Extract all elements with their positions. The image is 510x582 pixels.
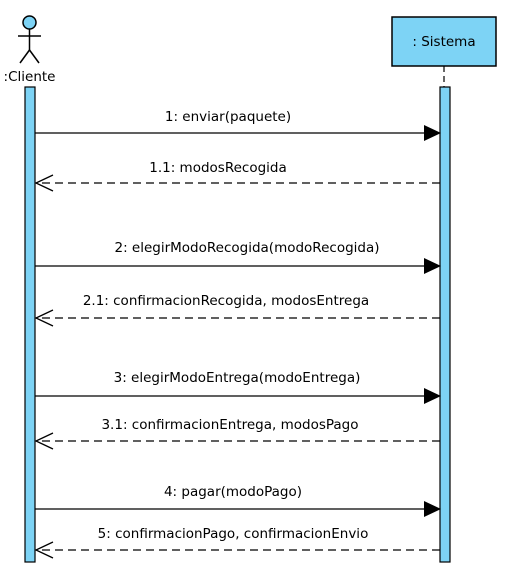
message-1-1: 1.1: modosRecogida — [34, 160, 440, 192]
cliente-activation-bar — [24, 86, 36, 563]
message-label: 4: pagar(modoPago) — [164, 484, 302, 500]
message-2: 2: elegirModoRecogida(modoRecogida) — [35, 240, 441, 274]
cliente-actor: :Cliente — [4, 15, 56, 85]
message-label: 1.1: modosRecogida — [149, 160, 287, 176]
sistema-activation-bar — [439, 86, 451, 563]
cliente-label: :Cliente — [4, 69, 56, 85]
open-arrowhead-icon — [34, 432, 54, 450]
filled-arrowhead-icon — [424, 258, 441, 274]
filled-arrowhead-icon — [424, 501, 441, 517]
sistema-label: : Sistema — [412, 34, 475, 50]
message-2-1: 2.1: confirmacionRecogida, modosEntrega — [34, 293, 440, 327]
open-arrowhead-icon — [34, 309, 54, 327]
message-4: 4: pagar(modoPago) — [35, 484, 441, 517]
sistema-box — [391, 16, 497, 67]
message-1: 1: enviar(paquete) — [35, 109, 441, 141]
actor-head-icon — [22, 15, 37, 30]
message-label: 3.1: confirmacionEntrega, modosPago — [101, 417, 358, 433]
filled-arrowhead-icon — [424, 125, 441, 141]
message-label: 5: confirmacionPago, confirmacionEnvio — [98, 526, 369, 542]
open-arrowhead-icon — [34, 541, 54, 559]
message-5: 5: confirmacionPago, confirmacionEnvio — [34, 526, 440, 559]
message-label: 2.1: confirmacionRecogida, modosEntrega — [83, 293, 369, 309]
open-arrowhead-icon — [34, 174, 54, 192]
filled-arrowhead-icon — [424, 388, 441, 404]
message-3-1: 3.1: confirmacionEntrega, modosPago — [34, 417, 440, 450]
message-label: 2: elegirModoRecogida(modoRecogida) — [114, 240, 379, 256]
message-label: 3: elegirModoEntrega(modoEntrega) — [114, 370, 361, 386]
message-label: 1: enviar(paquete) — [165, 109, 291, 125]
sistema-object: : Sistema — [391, 16, 497, 67]
message-3: 3: elegirModoEntrega(modoEntrega) — [35, 370, 441, 404]
